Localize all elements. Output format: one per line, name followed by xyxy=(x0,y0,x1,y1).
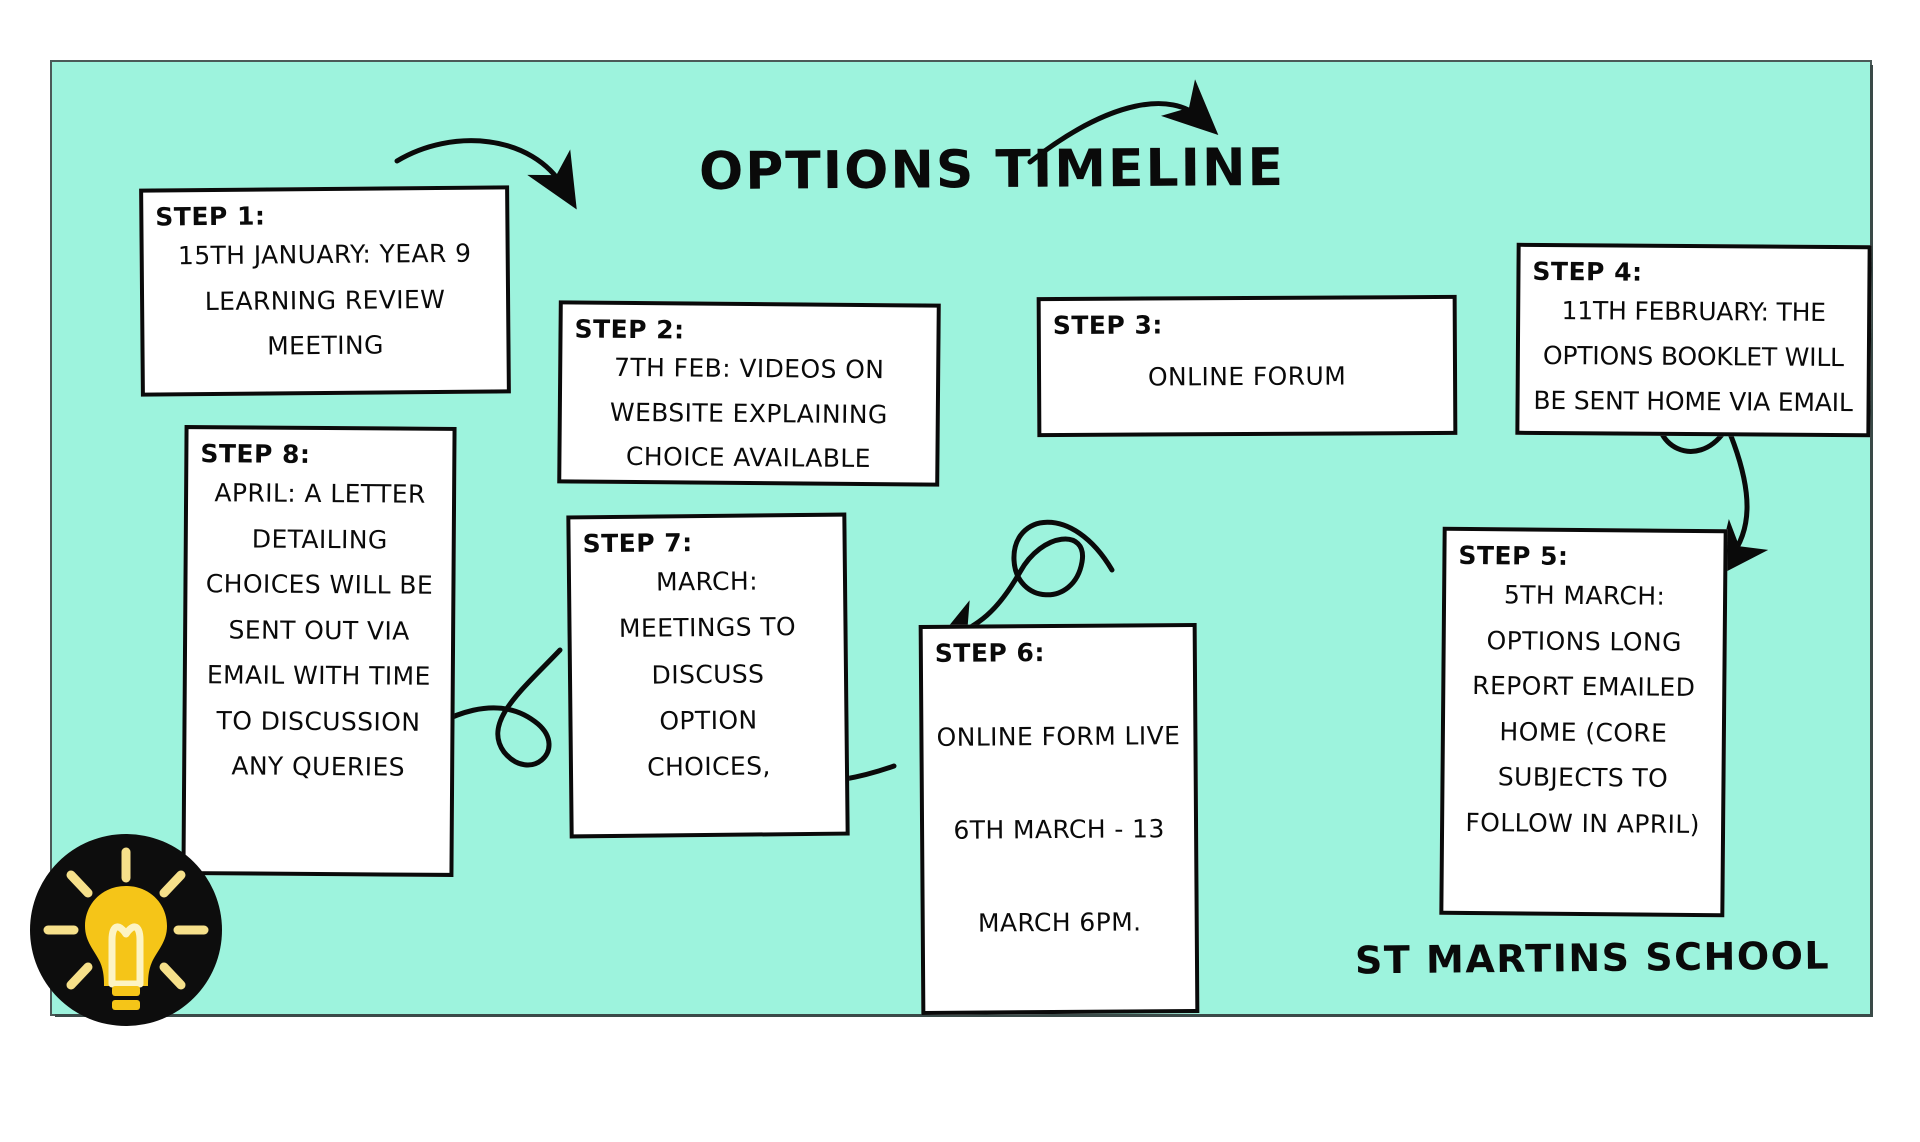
step-6-line-1: ONLINE FORM LIVE xyxy=(936,721,1181,752)
step-7-line-3: DISCUSS xyxy=(651,658,765,690)
step-card-6[interactable]: STEP 6: ONLINE FORM LIVE 6TH MARCH - 13 … xyxy=(918,623,1200,1015)
step-8-line-2: DETAILING xyxy=(251,524,388,554)
step-1-line-1: 15TH JANUARY: YEAR 9 xyxy=(177,238,472,271)
step-6-line-2: 6TH MARCH - 13 xyxy=(953,814,1165,845)
page-title: OPTIONS TIMELINE xyxy=(698,137,1286,203)
step-card-8[interactable]: STEP 8: APRIL: A LETTER DETAILING CHOICE… xyxy=(181,425,457,877)
step-5-line-3: REPORT EMAILED xyxy=(1472,671,1696,702)
step-8-line-5: EMAIL WITH TIME xyxy=(206,660,431,691)
step-8-label: STEP 8: xyxy=(200,439,311,469)
step-7-line-1: MARCH: xyxy=(655,566,759,597)
step-8-line-4: SENT OUT VIA xyxy=(228,614,410,646)
step-card-7[interactable]: STEP 7: MARCH: MEETINGS TO DISCUSS OPTIO… xyxy=(566,512,850,839)
step-4-line-1: 11TH FEBRUARY: THE xyxy=(1561,296,1826,327)
step-4-line-2: OPTIONS BOOKLET WILL xyxy=(1542,340,1844,373)
step-7-line-5: CHOICES, xyxy=(647,751,771,782)
step-8-line-6: TO DISCUSSION xyxy=(216,705,421,737)
step-2-line-3: CHOICE AVAILABLE xyxy=(625,441,872,474)
step-7-line-4: OPTION xyxy=(659,705,758,736)
step-8-line-1: APRIL: A LETTER xyxy=(214,478,426,509)
step-5-line-5: SUBJECTS TO xyxy=(1497,762,1669,793)
step-5-line-2: OPTIONS LONG xyxy=(1486,625,1682,657)
step-1-line-2: LEARNING REVIEW xyxy=(204,284,446,316)
step-3-label: STEP 3: xyxy=(1052,310,1163,341)
step-2-line-2: WEBSITE EXPLAINING xyxy=(609,397,888,429)
arrow-step1-to-step2 xyxy=(394,138,577,210)
step-3-line-1: ONLINE FORUM xyxy=(1147,361,1347,392)
step-5-line-6: FOLLOW IN APRIL) xyxy=(1465,807,1700,839)
step-card-1[interactable]: STEP 1: 15TH JANUARY: YEAR 9 LEARNING RE… xyxy=(139,185,511,397)
step-6-label: STEP 6: xyxy=(934,638,1046,668)
lightbulb-logo-icon xyxy=(30,834,222,1026)
step-4-line-3: BE SENT HOME VIA EMAIL xyxy=(1533,385,1853,418)
step-2-line-1: 7TH FEB: VIDEOS ON xyxy=(613,352,885,385)
step-card-2[interactable]: STEP 2: 7TH FEB: VIDEOS ON WEBSITE EXPLA… xyxy=(557,300,941,487)
step-6-line-3: MARCH 6PM. xyxy=(977,906,1142,938)
poster-canvas: OPTIONS TIMELINE S xyxy=(30,62,1872,1026)
step-5-line-4: HOME (CORE xyxy=(1499,716,1668,748)
poster-panel: OPTIONS TIMELINE S xyxy=(52,62,1872,1015)
step-8-line-3: CHOICES WILL BE xyxy=(205,569,434,600)
step-5-line-1: 5TH MARCH: xyxy=(1503,580,1666,611)
step-card-5[interactable]: STEP 5: 5TH MARCH: OPTIONS LONG REPORT E… xyxy=(1439,526,1728,918)
step-1-line-3: MEETING xyxy=(267,330,384,361)
step-card-4[interactable]: STEP 4: 11TH FEBRUARY: THE OPTIONS BOOKL… xyxy=(1515,242,1872,438)
step-7-label: STEP 7: xyxy=(582,528,693,559)
school-name: ST MARTINS SCHOOL xyxy=(1354,933,1831,983)
step-7-line-2: MEETINGS TO xyxy=(618,612,797,644)
arrow-step5-to-step6 xyxy=(931,519,1115,648)
step-4-label: STEP 4: xyxy=(1532,256,1643,287)
step-1-label: STEP 1: xyxy=(155,201,266,232)
step-2-label: STEP 2: xyxy=(574,314,685,345)
step-8-line-7: ANY QUERIES xyxy=(231,751,406,782)
step-5-label: STEP 5: xyxy=(1458,540,1569,571)
step-card-3[interactable]: STEP 3: ONLINE FORUM xyxy=(1036,294,1458,438)
